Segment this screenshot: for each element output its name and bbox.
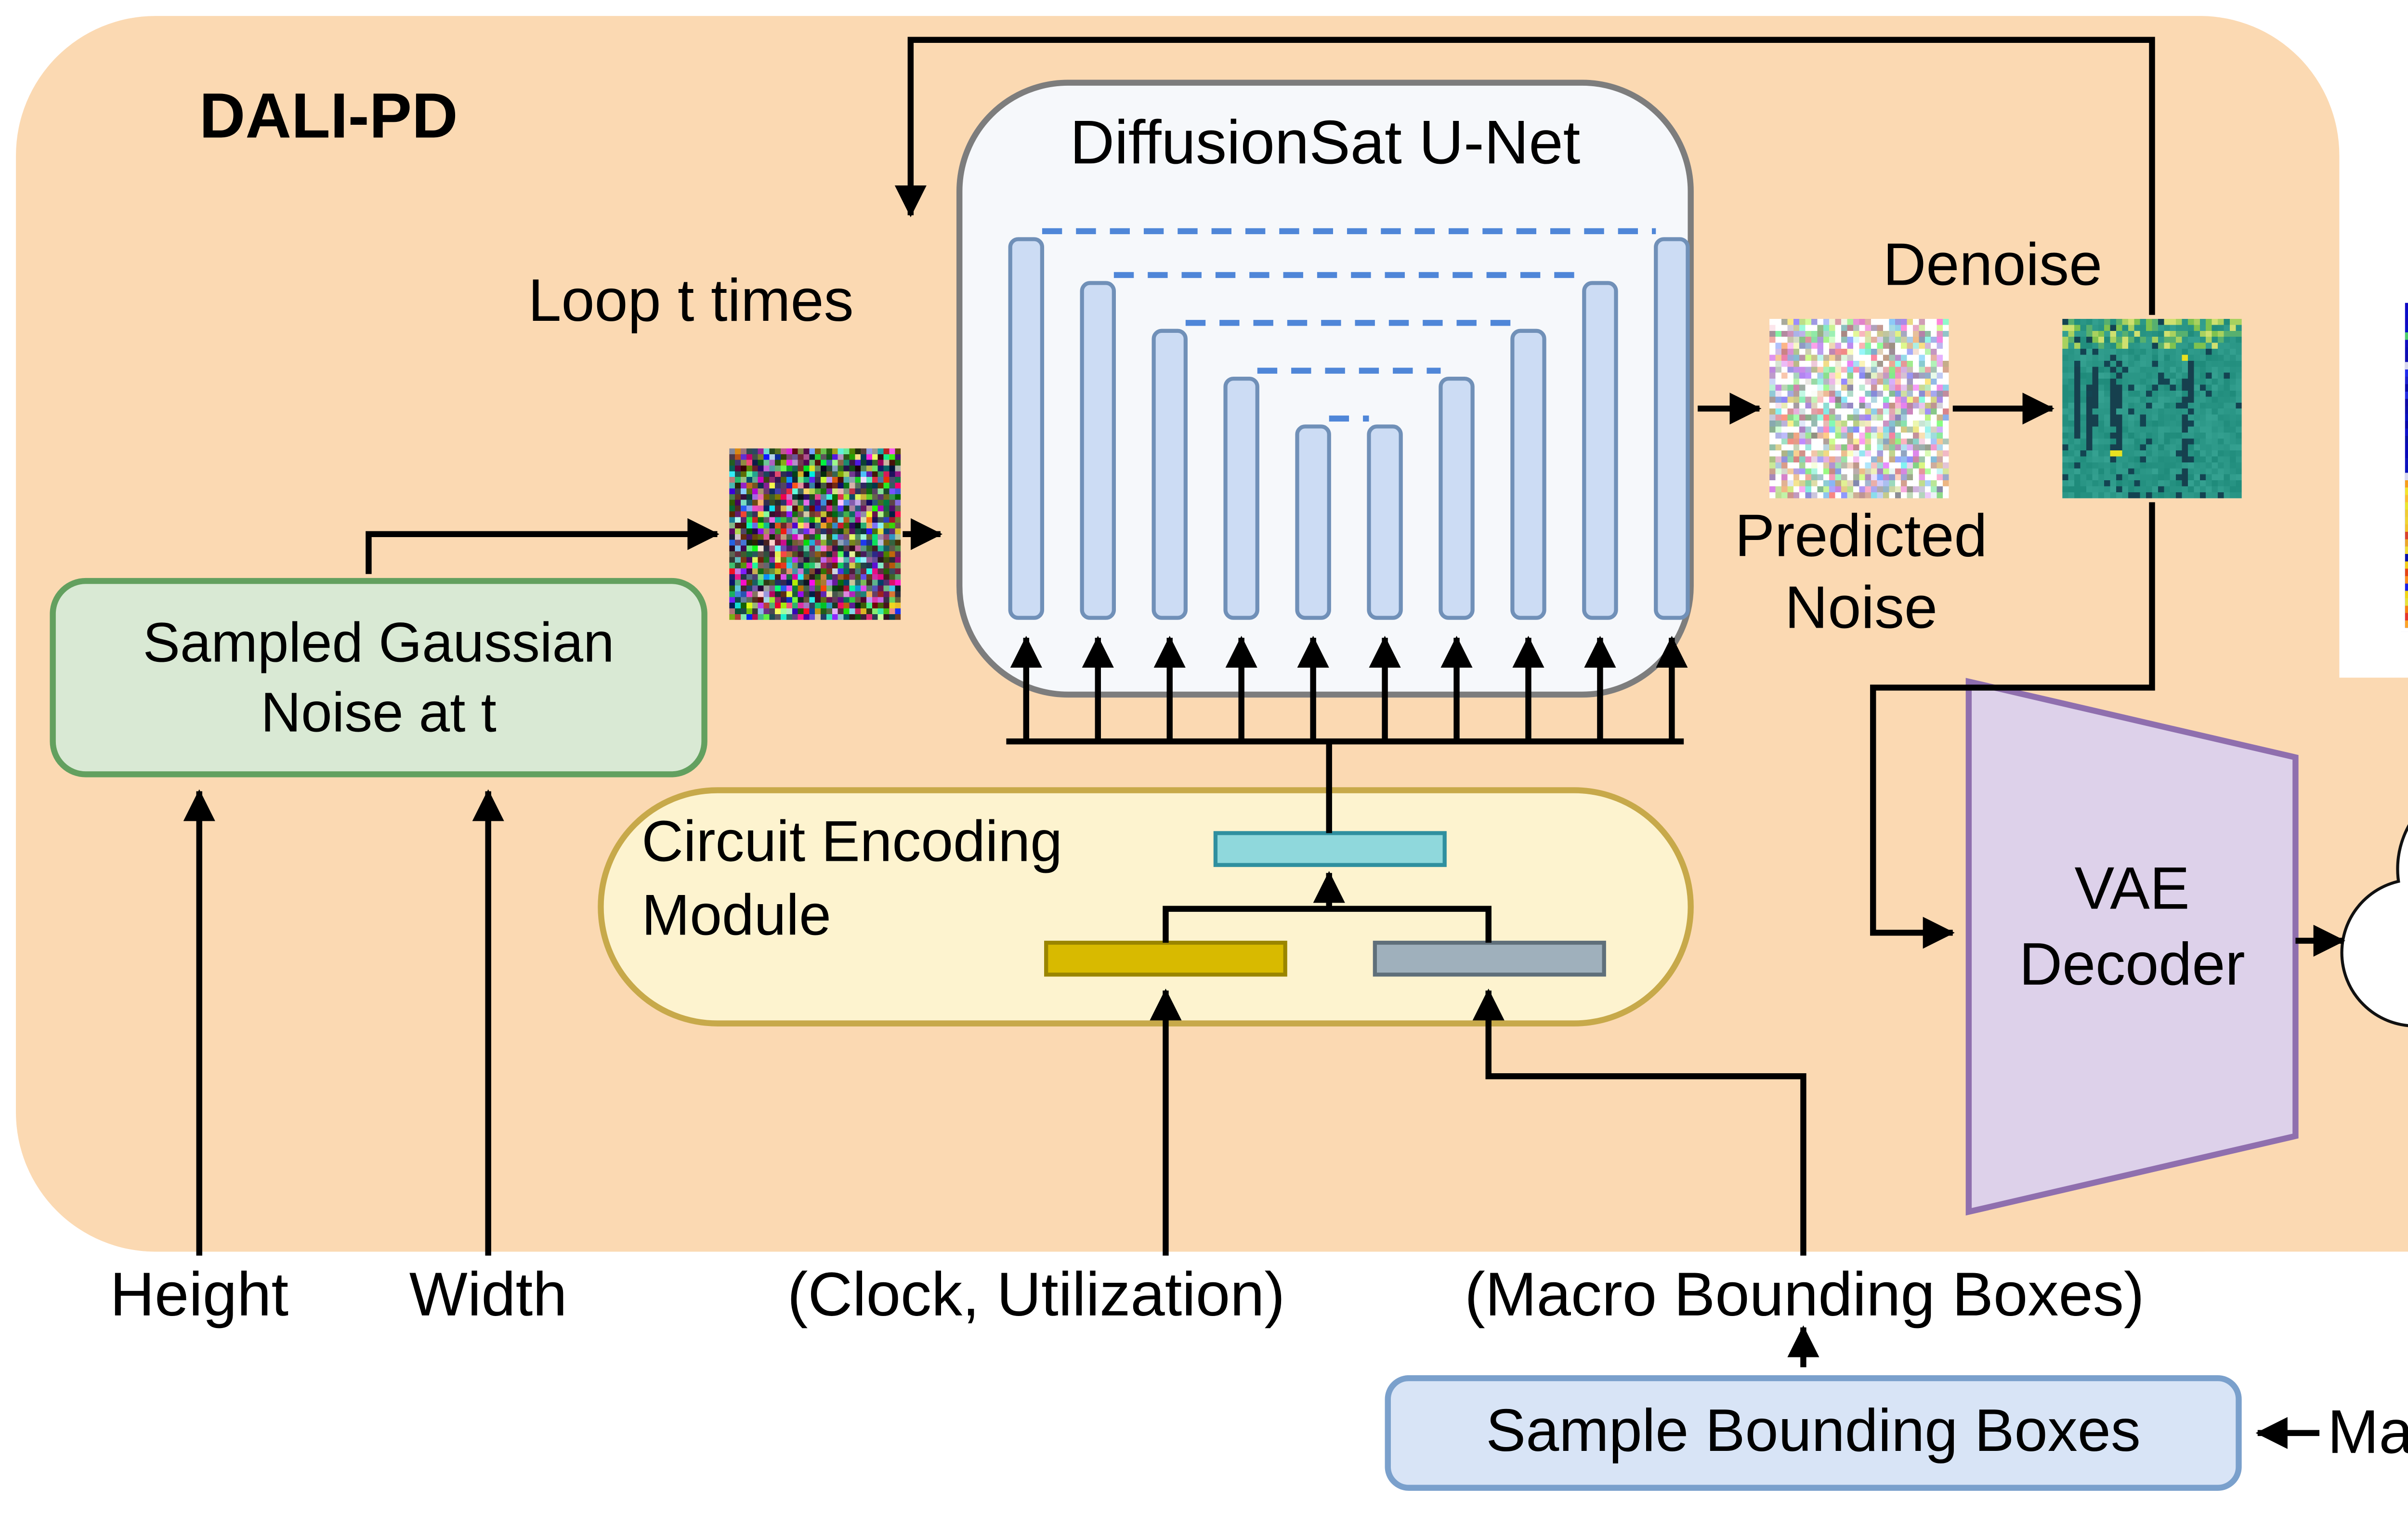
denoised-latent-image bbox=[2062, 319, 2242, 499]
circuit-encoding-module-box bbox=[598, 787, 1694, 1027]
clock-utilization-embedding-bar bbox=[1044, 940, 1287, 977]
vae-label-line2: Decoder bbox=[2019, 933, 2245, 999]
arrow-latent-to-vae bbox=[1870, 502, 2155, 949]
height-label: Height bbox=[110, 1259, 289, 1330]
unet-bar-4 bbox=[1223, 376, 1259, 620]
unet-bar-3 bbox=[1152, 329, 1188, 620]
unet-bar-5 bbox=[1295, 424, 1331, 620]
cloud-label-line1: Post-processing bbox=[2361, 857, 2408, 933]
predicted-noise-line2: Noise bbox=[1784, 576, 1938, 642]
module-label: Circuit Encoding Module bbox=[641, 807, 1062, 955]
unet-bar-7 bbox=[1439, 376, 1475, 620]
layout-image-1 bbox=[2401, 299, 2408, 632]
gaussian-label-line1: Sampled Gaussian bbox=[143, 612, 615, 674]
sample-bb-label: Sample Bounding Boxes bbox=[1486, 1399, 2141, 1465]
unet-bar-6 bbox=[1367, 424, 1403, 620]
predicted-noise-label: Predicted Noise bbox=[1729, 502, 1992, 646]
arrow-loop-feedback bbox=[894, 37, 2155, 315]
unet-bar-8 bbox=[1510, 329, 1546, 620]
fused-embedding-bar bbox=[1213, 831, 1447, 867]
vae-decoder-shape bbox=[1965, 678, 2299, 1216]
unet-bar-2 bbox=[1080, 281, 1116, 620]
module-label-line2: Module bbox=[641, 885, 831, 949]
loop-label: Loop t times bbox=[528, 269, 854, 335]
sampled-gaussian-noise-box: Sampled Gaussian Noise at t bbox=[50, 578, 707, 777]
arrow-macro-bb-input bbox=[1472, 988, 1806, 1256]
vae-label-line1: VAE bbox=[2074, 857, 2190, 923]
cloud-label-line2: & Checker bbox=[2361, 933, 2408, 1008]
unet-bar-1 bbox=[1008, 237, 1045, 620]
gaussian-noise-image bbox=[729, 448, 901, 620]
predicted-noise-line1: Predicted bbox=[1735, 504, 1988, 570]
arrow-gaussian-to-noise bbox=[366, 518, 720, 574]
vae-decoder-label: VAE Decoder bbox=[1973, 853, 2291, 1004]
unet-bar-9 bbox=[1582, 281, 1618, 620]
postprocessing-label: Post-processing & Checker bbox=[2361, 857, 2408, 1008]
figure-title: DALI-PD bbox=[199, 79, 458, 152]
macro-count-label: Macro Count bbox=[2327, 1397, 2408, 1467]
macro-bbox-embedding-bar bbox=[1373, 940, 1606, 977]
width-label: Width bbox=[409, 1259, 567, 1330]
unet-title: DiffusionSat U-Net bbox=[1070, 107, 1581, 178]
sample-bounding-boxes-box: Sample Bounding Boxes bbox=[1385, 1375, 2242, 1491]
clock-utilization-label: (Clock, Utilization) bbox=[787, 1259, 1285, 1330]
embedding-merge-line bbox=[1163, 906, 1492, 943]
denoise-label: Denoise bbox=[1883, 233, 2103, 299]
unet-bar-10 bbox=[1654, 237, 1690, 620]
gaussian-label-line2: Noise at t bbox=[261, 682, 497, 744]
module-label-line1: Circuit Encoding bbox=[641, 811, 1062, 875]
predicted-noise-image bbox=[1769, 319, 1949, 499]
macro-bounding-boxes-label: (Macro Bounding Boxes) bbox=[1465, 1259, 2145, 1330]
